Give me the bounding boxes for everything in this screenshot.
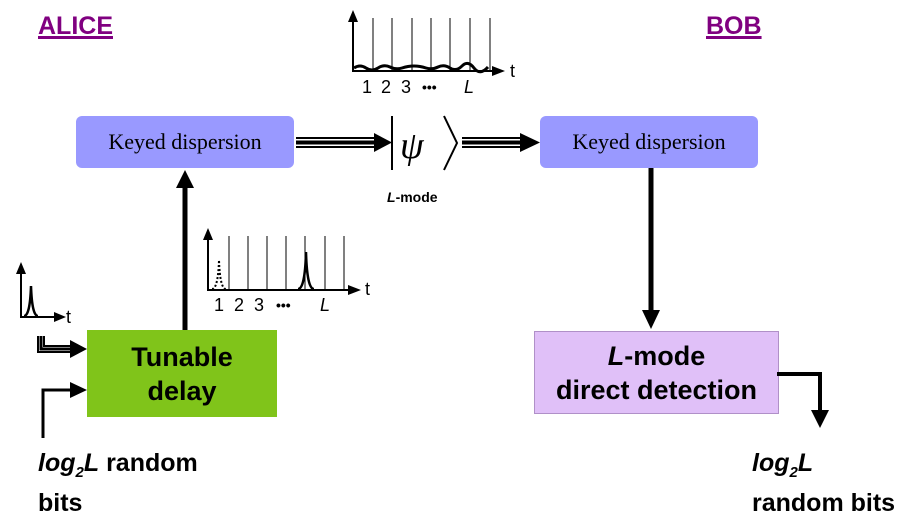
top-tick-3: 3: [401, 77, 411, 97]
top-waveform-plot: [348, 10, 505, 76]
middle-waveform-plot: [203, 228, 361, 295]
middle-tick-1: 1: [214, 295, 224, 315]
bob-to-detection-arrow: [642, 168, 660, 329]
input-bits-label: log2L random bits: [38, 449, 198, 517]
middle-tick-L: L: [320, 295, 330, 315]
alice-keyed-dispersion-box: Keyed dispersion: [76, 116, 294, 168]
bits-input-arrow: [41, 382, 87, 438]
channel-to-bob-arrow: [462, 133, 540, 152]
tunable-delay-line1: Tunable: [131, 341, 233, 372]
middle-tick-3: 3: [254, 295, 264, 315]
middle-tick-dots: •••: [276, 297, 291, 313]
direct-detection-line2: direct detection: [555, 374, 758, 405]
alice-keyed-dispersion-label: Keyed dispersion: [108, 129, 262, 154]
top-tick-1: 1: [362, 77, 372, 97]
tunable-delay-line2: delay: [147, 375, 217, 406]
input-t-label: t: [66, 307, 71, 327]
top-t-label: t: [510, 61, 515, 81]
lmode-label: L-mode: [387, 189, 438, 205]
delay-to-alice-arrow: [176, 170, 194, 330]
alice-to-channel-arrow: [296, 133, 392, 152]
top-tick-dots: •••: [422, 79, 437, 95]
tunable-delay-box: Tunable delay: [87, 330, 277, 417]
bob-keyed-dispersion-label: Keyed dispersion: [572, 129, 726, 154]
top-tick-L: L: [464, 77, 474, 97]
middle-t-label: t: [365, 279, 370, 299]
middle-tick-2: 2: [234, 295, 244, 315]
alice-heading: ALICE: [38, 12, 113, 40]
quantum-state-ket: ψ: [391, 115, 459, 171]
pulse-input-arrow: [37, 336, 87, 358]
bob-heading: BOB: [706, 12, 762, 40]
bits-output-arrow: [777, 372, 829, 428]
direct-detection-box: L-mode direct detection: [534, 331, 779, 414]
direct-detection-line1: L-mode: [607, 340, 706, 371]
psi-symbol: ψ: [400, 125, 425, 167]
input-pulse-plot: [16, 262, 66, 322]
bob-keyed-dispersion-box: Keyed dispersion: [540, 116, 758, 168]
top-tick-2: 2: [381, 77, 391, 97]
